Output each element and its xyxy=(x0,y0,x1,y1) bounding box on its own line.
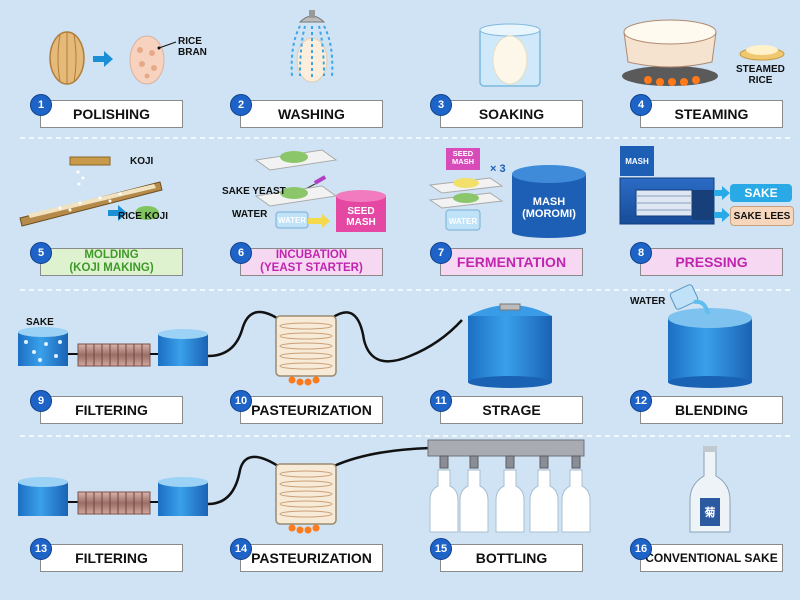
water-label: WATER xyxy=(232,209,268,220)
water-small-label: WATER xyxy=(448,217,478,226)
seed-mash-small-label: SEED MASH xyxy=(451,149,475,166)
pasteurization-1-illustration xyxy=(275,315,337,386)
filtering-1-illustration xyxy=(18,327,208,367)
sake-bottle-illustration: 菊 xyxy=(689,446,731,533)
koji-label: KOJI xyxy=(130,156,154,167)
step-number: 1 xyxy=(30,94,52,116)
seed-mash-tank-label: SEED MASH xyxy=(346,206,376,228)
step-number: 16 xyxy=(630,538,652,560)
step-label: BLENDING xyxy=(640,396,783,424)
water-vessel-label: WATER xyxy=(277,216,307,225)
mash-label: MASH xyxy=(625,157,649,166)
step-label: STEAMING xyxy=(640,100,783,128)
step-label: FERMENTATION xyxy=(440,248,583,276)
step-label: SOAKING xyxy=(440,100,583,128)
step-number: 15 xyxy=(430,538,452,560)
molding-illustration xyxy=(19,156,163,227)
pipe-row4 xyxy=(207,446,431,506)
steaming-illustration xyxy=(622,19,785,86)
step-number: 14 xyxy=(230,538,252,560)
step-number: 6 xyxy=(230,242,252,264)
pipe-row3 xyxy=(207,310,463,363)
storage-tank-illustration xyxy=(468,303,552,388)
washing-illustration xyxy=(290,10,334,83)
step-label: WASHING xyxy=(240,100,383,128)
sake-tank-label: SAKE xyxy=(26,317,54,328)
step-label: CONVENTIONAL SAKE xyxy=(640,544,783,572)
step-label: PASTEURIZATION xyxy=(240,396,383,424)
step-label: FILTERING xyxy=(40,396,183,424)
step-number: 11 xyxy=(430,390,452,412)
blending-water-label: WATER xyxy=(630,296,666,307)
step-number: 3 xyxy=(430,94,452,116)
filtering-2-illustration xyxy=(18,477,208,516)
step-number: 10 xyxy=(230,390,252,412)
step-label: POLISHING xyxy=(40,100,183,128)
pressing-illustration xyxy=(619,146,730,225)
step-label: PRESSING xyxy=(640,248,783,276)
rice-bran-label: RICE BRAN xyxy=(178,36,207,58)
step-label: FILTERING xyxy=(40,544,183,572)
soaking-illustration xyxy=(479,23,541,87)
rice-koji-label: RICE KOJI xyxy=(118,211,169,222)
sake-lees-tag: SAKE LEES xyxy=(730,206,794,226)
step-label: BOTTLING xyxy=(440,544,583,572)
step-number: 9 xyxy=(30,390,52,412)
step-number: 5 xyxy=(30,242,52,264)
step-number: 13 xyxy=(30,538,52,560)
fermentation-illustration xyxy=(428,148,586,238)
polishing-illustration xyxy=(49,31,177,85)
step-label: INCUBATION (YEAST STARTER) xyxy=(240,248,383,276)
row-separators xyxy=(20,137,790,437)
step-label: STRAGE xyxy=(440,396,583,424)
step-label: PASTEURIZATION xyxy=(240,544,383,572)
sake-yeast-label: SAKE YEAST xyxy=(222,186,286,197)
times-three-label: × 3 xyxy=(490,163,506,175)
svg-text:菊: 菊 xyxy=(705,505,716,519)
pasteurization-2-illustration xyxy=(275,463,337,534)
steamed-rice-label: STEAMED RICE xyxy=(736,64,785,86)
step-number: 7 xyxy=(430,242,452,264)
step-number: 8 xyxy=(630,242,652,264)
blending-illustration xyxy=(668,284,752,388)
step-number: 12 xyxy=(630,390,652,412)
bottling-illustration xyxy=(427,439,591,533)
incubation-illustration xyxy=(254,149,386,232)
step-number: 2 xyxy=(230,94,252,116)
mash-moromi-label: MASH (MOROMI) xyxy=(522,196,576,220)
step-label: MOLDING (KOJI MAKING) xyxy=(40,248,183,276)
sake-output-tag: SAKE xyxy=(730,184,792,202)
step-number: 4 xyxy=(630,94,652,116)
